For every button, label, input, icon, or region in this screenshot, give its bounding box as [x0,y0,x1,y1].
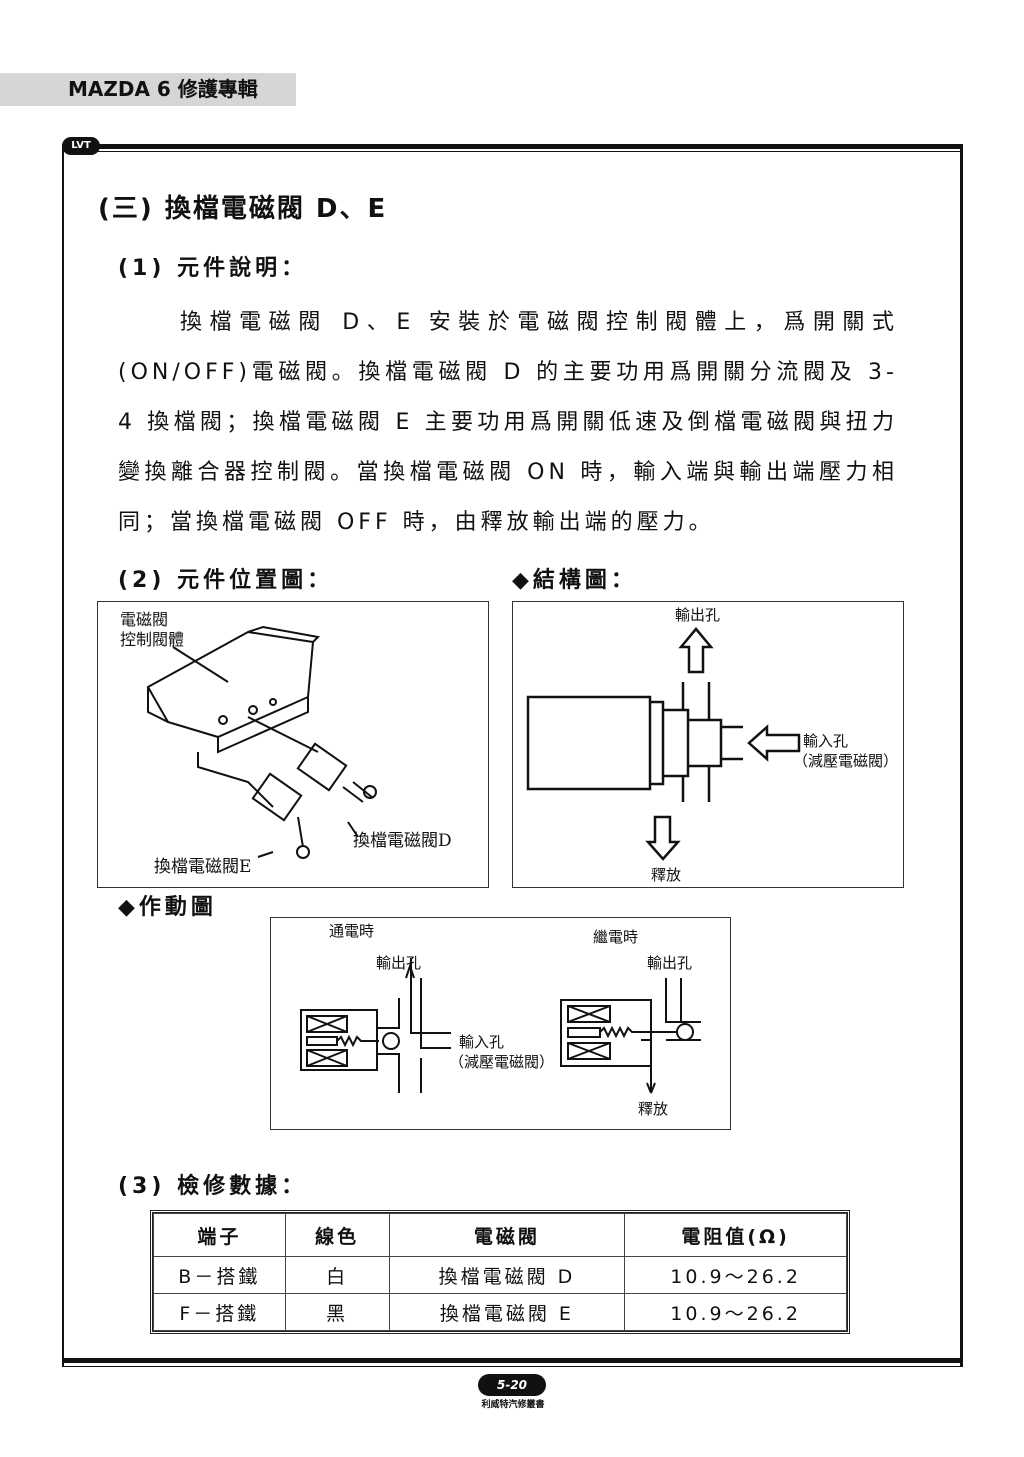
frame-bottom-rule-thin [62,1366,963,1367]
frame-top-rule-thin [62,151,962,152]
structure-drawing [526,627,801,861]
cell-resistance: 10.9～26.2 [624,1256,847,1294]
publisher-logo: LVT [62,137,100,155]
col-terminal: 端子 [153,1213,286,1257]
cell-resistance: 10.9～26.2 [624,1293,847,1331]
cell-wire-color: 白 [284,1256,390,1294]
description-paragraph: 換檔電磁閥 D、E 安裝於電磁閥控制閥體上，爲開關式(ON/OFF)電磁閥。換檔… [118,310,898,535]
cell-solenoid: 換檔電磁閥 E [388,1293,626,1331]
page-number: 5-20 [478,1374,546,1396]
label-solenoid-d: 換檔電磁閥D [353,831,452,851]
label-release: 釋放 [651,866,682,884]
action-drawing [300,958,701,1094]
subsection-location-title: (2) 元件位置圖： [118,568,334,593]
frame-top-rule [62,144,962,149]
cell-terminal: F－搭鐵 [153,1293,286,1331]
label-de-energized: 繼電時 [593,928,639,946]
label-valve-body-2: 控制閥體 [120,630,185,649]
label-solenoid-e: 換檔電磁閥E [154,857,252,877]
frame-bottom-rule [62,1358,963,1363]
col-resistance: 電阻值(Ω) [624,1213,847,1257]
subsection-description-title: (1) 元件說明： [118,256,308,281]
label-output-port: 輸出孔 [675,606,721,624]
label-action-input-sub: （減壓電磁閥） [449,1053,555,1071]
structure-figure: 輸出孔 輸入孔 （減壓電磁閥） 釋放 [512,601,904,888]
label-valve-body-1: 電磁閥 [120,610,169,629]
label-input-port-sub: （減壓電磁閥） [793,752,899,770]
cell-solenoid: 換檔電磁閥 D [388,1256,626,1294]
col-solenoid: 電磁閥 [388,1213,626,1257]
table-row: B－搭鐵 白 換檔電磁閥 D 10.9～26.2 [153,1256,847,1294]
frame-right-rule [960,144,963,1366]
table-row: F－搭鐵 黑 換檔電磁閥 E 10.9～26.2 [153,1293,847,1331]
spec-table: 端子 線色 電磁閥 電阻值(Ω) B－搭鐵 白 換檔電磁閥 D 10.9～26.… [150,1210,850,1334]
label-input-port: 輸入孔 [803,732,849,750]
label-action-input: 輸入孔 [459,1033,505,1051]
col-wire-color: 線色 [284,1213,390,1257]
subsection-structure-title: ◆結構圖： [512,568,637,593]
cell-wire-color: 黑 [284,1293,390,1331]
header-title: MAZDA 6 修護專輯 [0,73,296,106]
subsection-data-title: (3) 檢修數據： [118,1174,308,1199]
table-header-row: 端子 線色 電磁閥 電阻值(Ω) [153,1213,847,1257]
label-energized: 通電時 [329,922,375,940]
label-output-right: 輸出孔 [647,954,693,972]
publisher-name: 利威特汽修叢書 [481,1400,545,1410]
location-figure: 電磁閥 控制閥體 換檔電磁閥D 換檔電磁閥E [97,601,489,888]
location-drawing [146,625,377,859]
cell-terminal: B－搭鐵 [153,1256,286,1294]
label-action-release: 釋放 [638,1100,669,1118]
subsection-action-title: ◆作動圖 [118,895,217,920]
action-figure: 通電時 繼電時 輸出孔 輸出孔 輸入孔 （減壓電磁閥） [270,917,731,1130]
frame-left-rule [62,144,64,1366]
section-title: (三) 換檔電磁閥 D、E [98,194,388,224]
